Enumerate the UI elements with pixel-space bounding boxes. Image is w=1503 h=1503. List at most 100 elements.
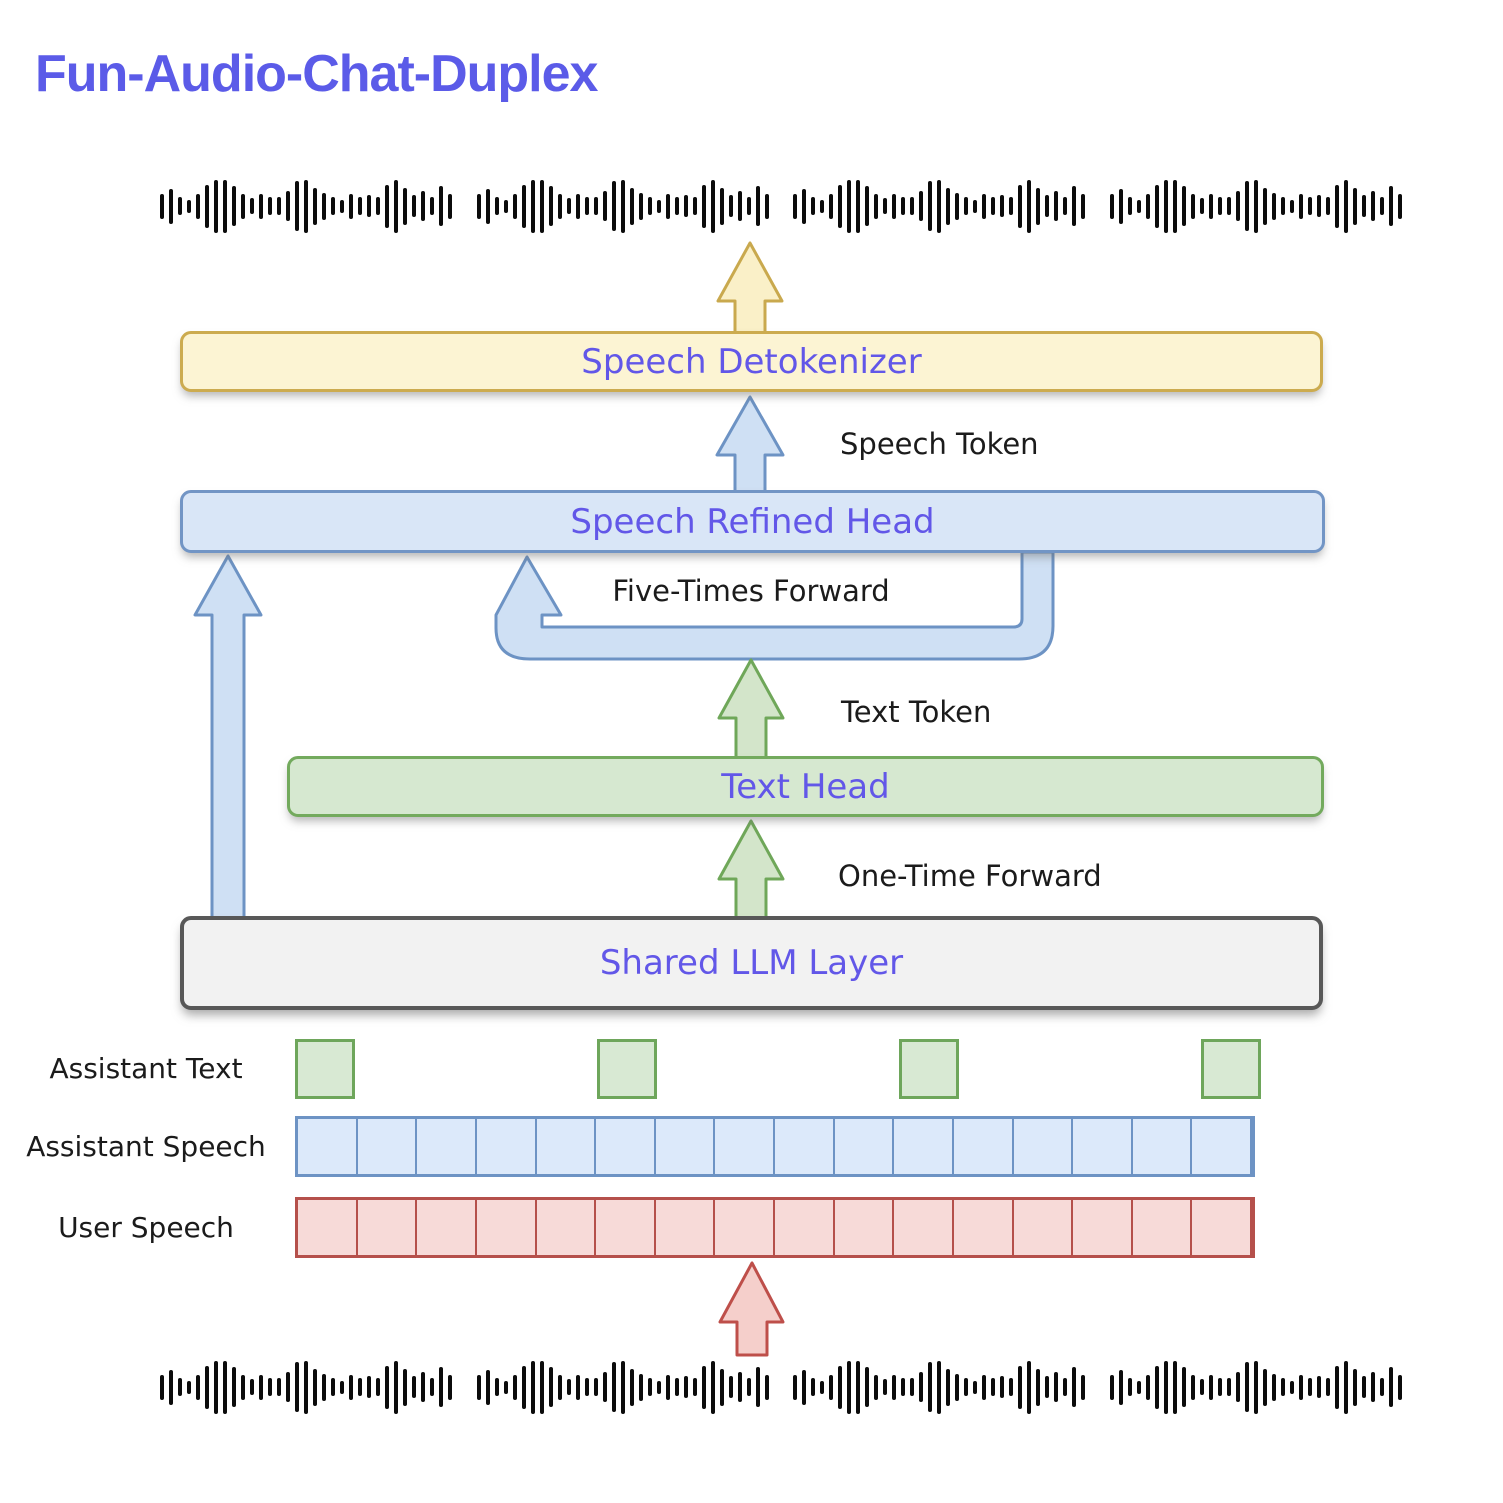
waveform-bar xyxy=(928,181,933,231)
user-speech-token xyxy=(894,1200,954,1255)
assistant-speech-token-row xyxy=(295,1116,1255,1177)
waveform-bar xyxy=(1127,197,1132,215)
waveform-bar xyxy=(1289,1380,1294,1394)
waveform-bar xyxy=(259,1374,263,1400)
user-speech-token xyxy=(477,1200,537,1255)
waveform-bar xyxy=(683,195,688,217)
waveform-bar xyxy=(268,1378,272,1396)
waveform-bar xyxy=(982,1374,987,1400)
waveform-bar xyxy=(494,197,499,215)
user-speech-row-label: User Speech xyxy=(58,1211,234,1244)
waveform-bar xyxy=(304,179,308,233)
waveform-bar xyxy=(439,186,443,226)
waveform-bar xyxy=(1190,1374,1195,1400)
waveform-bar xyxy=(1397,193,1402,219)
waveform-bar xyxy=(322,1373,326,1401)
waveform-bar xyxy=(1343,179,1348,233)
waveform-bar xyxy=(1054,1372,1059,1402)
waveform-bar xyxy=(214,179,218,233)
waveform-bar xyxy=(575,1374,580,1400)
waveform-bar xyxy=(764,1374,769,1400)
waveform-bar xyxy=(160,193,164,219)
waveform-bar xyxy=(169,1369,173,1405)
user-speech-token-row xyxy=(295,1197,1255,1258)
assistant-text-token xyxy=(1201,1039,1261,1099)
waveform-bar xyxy=(1172,1360,1177,1414)
waveform-bar xyxy=(1000,1376,1005,1398)
waveform-bar xyxy=(665,193,670,219)
waveform-bar xyxy=(1379,197,1384,215)
waveform-bar xyxy=(964,1378,969,1396)
assistant-text-token xyxy=(295,1039,355,1099)
waveform-bar xyxy=(692,1378,697,1396)
waveform-bar xyxy=(277,1378,281,1396)
waveform-bar xyxy=(1280,1378,1285,1396)
waveform-bar xyxy=(286,1372,290,1402)
waveform-bar xyxy=(919,191,924,221)
waveform-bar xyxy=(955,1373,960,1401)
waveform-bar xyxy=(1208,193,1213,219)
waveform-bar xyxy=(1379,1378,1384,1396)
assistant-speech-token xyxy=(775,1119,835,1174)
waveform-bar xyxy=(746,197,751,215)
waveform-bar xyxy=(223,179,227,233)
assistant-speech-token xyxy=(298,1119,358,1174)
speech-token-arrow xyxy=(715,395,785,494)
waveform-bar xyxy=(829,193,834,219)
waveform-bar xyxy=(584,1378,589,1396)
waveform-bar xyxy=(494,1378,499,1396)
waveform-bar xyxy=(1280,197,1285,215)
waveform-bar xyxy=(241,193,245,219)
waveform-bar xyxy=(701,1365,706,1409)
waveform-bar xyxy=(1154,1365,1159,1409)
waveform-bar xyxy=(811,1378,816,1396)
waveform-bar xyxy=(892,1374,897,1400)
user-speech-token xyxy=(1133,1200,1193,1255)
speech-token-label: Speech Token xyxy=(840,427,1039,461)
waveform-bar xyxy=(178,197,182,215)
waveform-bar xyxy=(973,199,978,213)
waveform-bar xyxy=(421,1372,425,1402)
waveform-bar xyxy=(1208,1374,1213,1400)
waveform-bar xyxy=(1226,1378,1231,1396)
assistant-text-token-row xyxy=(295,1039,1261,1099)
one-time-forward-label: One-Time Forward xyxy=(838,859,1102,893)
waveform-bar xyxy=(439,1367,443,1407)
user-speech-token xyxy=(1073,1200,1133,1255)
waveform-bar xyxy=(728,1376,733,1398)
waveform-bar xyxy=(1235,191,1240,221)
waveform-bar xyxy=(874,1374,879,1400)
assistant-speech-token xyxy=(358,1119,418,1174)
waveform-bar xyxy=(1081,193,1086,219)
waveform-bar xyxy=(692,197,697,215)
text-head-box: Text Head xyxy=(287,756,1324,817)
text-token-label: Text Token xyxy=(841,695,992,729)
waveform-group xyxy=(793,179,1086,233)
user-audio-input-arrow xyxy=(718,1261,785,1357)
waveform-bar xyxy=(1343,1360,1348,1414)
assistant-text-token xyxy=(899,1039,959,1099)
waveform-bar xyxy=(575,193,580,219)
waveform-bar xyxy=(656,1380,661,1394)
waveform-bar xyxy=(1136,1380,1141,1394)
waveform-bar xyxy=(295,181,299,231)
waveform-group xyxy=(476,1360,769,1414)
detokenizer-output-arrow xyxy=(716,241,784,336)
waveform-group xyxy=(160,1360,452,1414)
speech-detokenizer-box: Speech Detokenizer xyxy=(180,331,1323,392)
waveform-bar xyxy=(946,187,951,225)
waveform-bar xyxy=(358,1378,362,1396)
waveform-bar xyxy=(1352,187,1357,225)
waveform-bar xyxy=(1334,1365,1339,1409)
user-speech-token xyxy=(358,1200,418,1255)
waveform-bar xyxy=(169,188,173,224)
waveform-bar xyxy=(503,1380,508,1394)
waveform-bar xyxy=(656,199,661,213)
waveform-bar xyxy=(412,195,416,217)
audio-waveform-output xyxy=(160,168,1402,244)
audio-waveform-input xyxy=(160,1349,1402,1425)
waveform-bar xyxy=(521,184,526,228)
waveform-bar xyxy=(1009,1378,1014,1396)
waveform-bar xyxy=(883,198,888,214)
